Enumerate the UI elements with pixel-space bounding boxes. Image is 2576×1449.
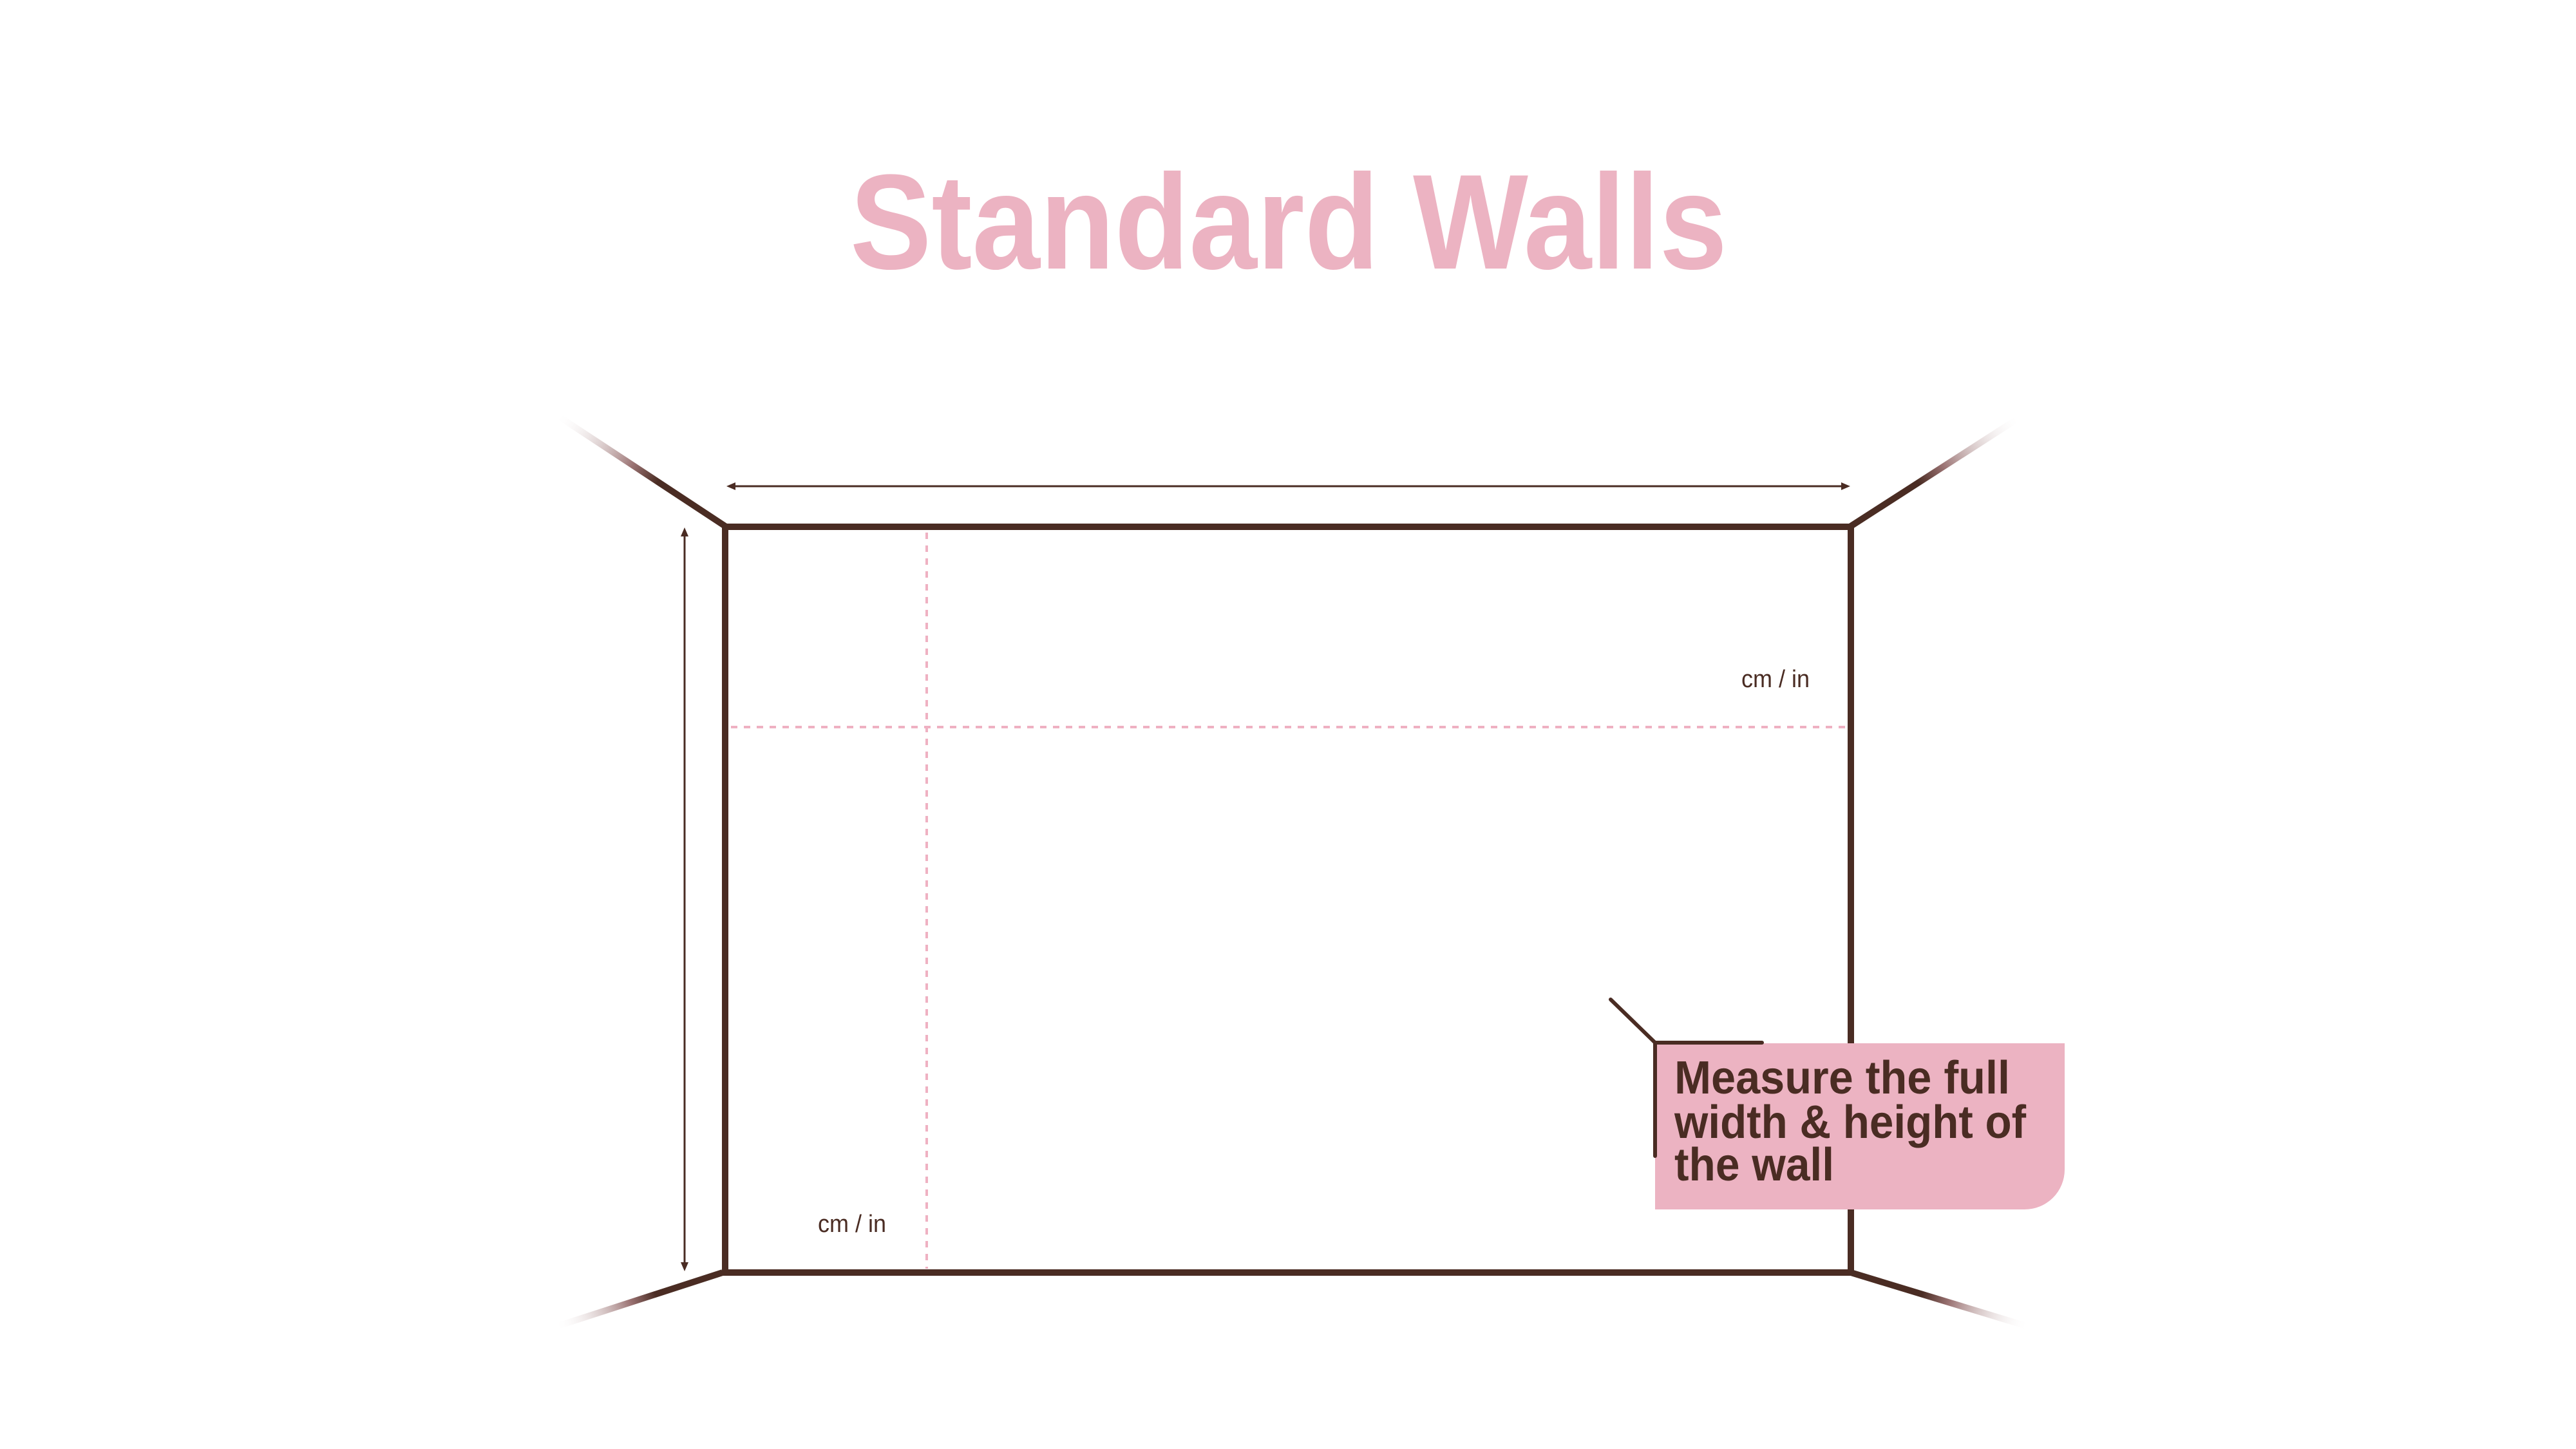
page-title: Standard Walls [850,146,1727,298]
width-unit-label: cm / in [1741,666,1810,693]
callout: Measure the full width & height of the w… [1609,998,2065,1209]
callout-line-3: the wall [1674,1139,1834,1191]
height-arrow [681,527,688,1271]
corner-edge-bottom-left [554,1269,724,1330]
wall-outline [722,524,1854,1276]
callout-line-2: width & height of [1674,1097,2027,1148]
callout-box [1655,1043,2065,1209]
corner-edge-top-right [1849,415,2021,529]
height-unit-label: cm / in [818,1211,886,1238]
callout-leader-line [1609,998,1764,1045]
width-arrow [726,482,1850,490]
callout-line-1: Measure the full [1674,1052,2010,1104]
corner-edge-bottom-right [1850,1269,2030,1330]
corner-edge-top-left [555,412,727,529]
